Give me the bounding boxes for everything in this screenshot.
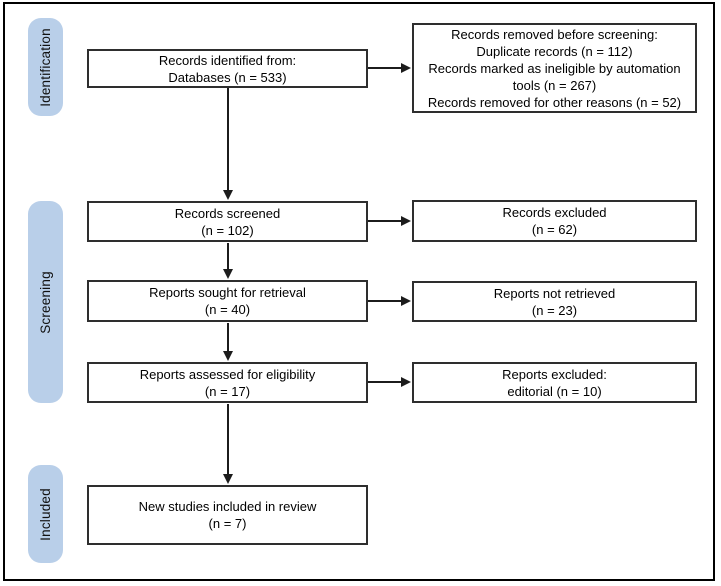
box-text-line: Records identified from: xyxy=(158,52,297,68)
flow-box-records-removed-before-screening: Records removed before screening: Duplic… xyxy=(412,23,697,113)
flow-box-reports-assessed: Reports assessed for eligibility (n = 17… xyxy=(87,362,368,403)
box-text-line: tools (n = 267) xyxy=(512,77,597,93)
box-text-line: (n = 7) xyxy=(208,516,247,531)
box-text-line: editorial (n = 10) xyxy=(507,383,602,399)
box-text-line: (n = 40) xyxy=(204,302,251,317)
flow-box-reports-not-retrieved: Reports not retrieved (n = 23) xyxy=(412,281,697,322)
stage-pill-included: Included xyxy=(28,465,63,563)
box-text-line: Duplicate records (n = 112) xyxy=(476,43,633,59)
stage-label-included: Included xyxy=(38,487,54,541)
box-text-line: Records screened xyxy=(174,205,281,221)
flow-box-reports-sought: Reports sought for retrieval (n = 40) xyxy=(87,280,368,322)
stage-pill-screening: Screening xyxy=(28,201,63,403)
box-text-line: Reports assessed for eligibility xyxy=(139,366,316,382)
flow-box-records-identified: Records identified from: Databases (n = … xyxy=(87,49,368,88)
stage-label-identification: Identification xyxy=(38,27,54,107)
diagram-outer-border xyxy=(3,2,715,581)
flow-box-new-studies-included: New studies included in review (n = 7) xyxy=(87,485,368,545)
box-text-line: (n = 23) xyxy=(531,302,578,318)
box-text-line: Records marked as ineligible by automati… xyxy=(428,60,681,76)
flow-box-records-excluded: Records excluded (n = 62) xyxy=(412,200,697,242)
box-text-line: Reports not retrieved xyxy=(493,285,616,301)
flow-box-reports-excluded: Reports excluded: editorial (n = 10) xyxy=(412,362,697,403)
flow-box-records-screened: Records screened (n = 102) xyxy=(87,201,368,242)
stage-pill-identification: Identification xyxy=(28,18,63,116)
box-text-line: Records excluded xyxy=(502,205,607,220)
box-text-line: Reports excluded: xyxy=(502,366,607,382)
box-text-line: New studies included in review xyxy=(138,499,317,514)
box-text-line: Records removed for other reasons (n = 5… xyxy=(427,94,682,110)
box-text-line: Records removed before screening: xyxy=(451,26,658,42)
box-text-line: (n = 102) xyxy=(201,222,254,238)
box-text-line: Databases (n = 533) xyxy=(168,69,287,85)
box-text-line: Reports sought for retrieval xyxy=(149,285,306,300)
box-text-line: (n = 62) xyxy=(531,222,578,237)
box-text-line: (n = 17) xyxy=(204,383,251,399)
stage-label-screening: Screening xyxy=(38,270,53,334)
